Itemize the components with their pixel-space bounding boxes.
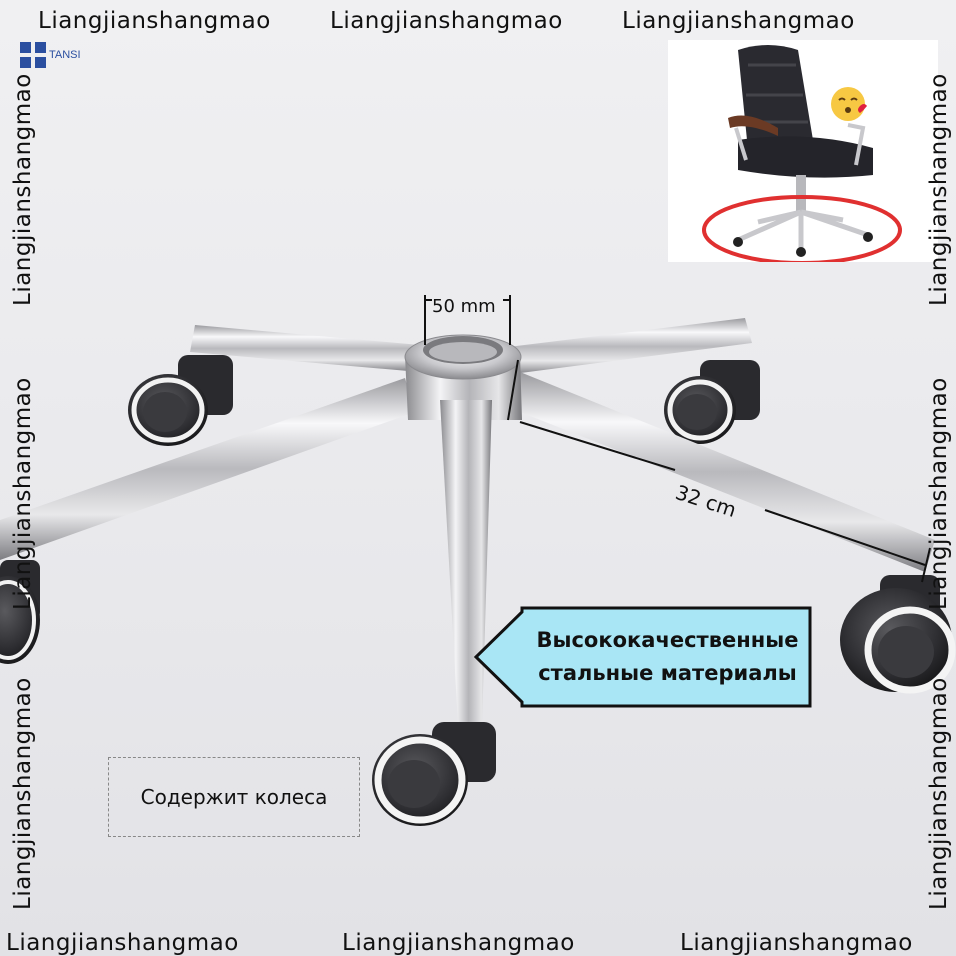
wheel-front xyxy=(372,722,496,826)
dimension-50mm xyxy=(424,295,511,345)
watermark-right-3: Liangjianshangmao xyxy=(926,677,952,910)
wheel-left xyxy=(0,560,40,664)
brand-logo: TANSI xyxy=(20,42,81,68)
arm-back-right xyxy=(500,318,752,375)
watermark-left-2: Liangjianshangmao xyxy=(10,377,36,610)
wheel-back-left xyxy=(128,355,233,446)
dimension-50mm-label: 50 mm xyxy=(432,296,496,317)
watermark-bottom-1: Liangjianshangmao xyxy=(6,930,239,956)
watermark-right-2: Liangjianshangmao xyxy=(926,377,952,610)
dimension-32cm xyxy=(507,359,931,583)
office-chair-illustration xyxy=(702,45,902,265)
watermark-top-3: Liangjianshangmao xyxy=(622,8,855,34)
brand-logo-text: TANSI xyxy=(49,49,81,61)
kiss-emoji-icon xyxy=(831,87,867,121)
arm-right xyxy=(515,372,935,572)
watermark-left-3: Liangjianshangmao xyxy=(10,677,36,910)
wheels-included-label: Содержит колеса xyxy=(108,757,360,837)
watermark-bottom-3: Liangjianshangmao xyxy=(680,930,913,956)
wheel-right xyxy=(840,575,956,694)
wheel-back-right xyxy=(664,360,760,444)
arm-back-left xyxy=(190,325,420,372)
cross-logo-icon xyxy=(20,42,46,68)
watermark-top-1: Liangjianshangmao xyxy=(38,8,271,34)
watermark-right-1: Liangjianshangmao xyxy=(926,73,952,306)
callout-line-1: Высококачественные xyxy=(536,628,799,652)
center-hub xyxy=(404,334,522,420)
watermark-top-2: Liangjianshangmao xyxy=(330,8,563,34)
material-callout-shape xyxy=(473,606,812,708)
watermark-left-1: Liangjianshangmao xyxy=(10,73,36,306)
material-callout-text: Высококачественные стальные материалы xyxy=(530,624,805,690)
watermark-bottom-2: Liangjianshangmao xyxy=(342,930,575,956)
arm-left xyxy=(0,378,415,560)
callout-line-2: стальные материалы xyxy=(538,661,797,685)
arm-front xyxy=(440,400,492,725)
chair-inset xyxy=(668,40,938,265)
